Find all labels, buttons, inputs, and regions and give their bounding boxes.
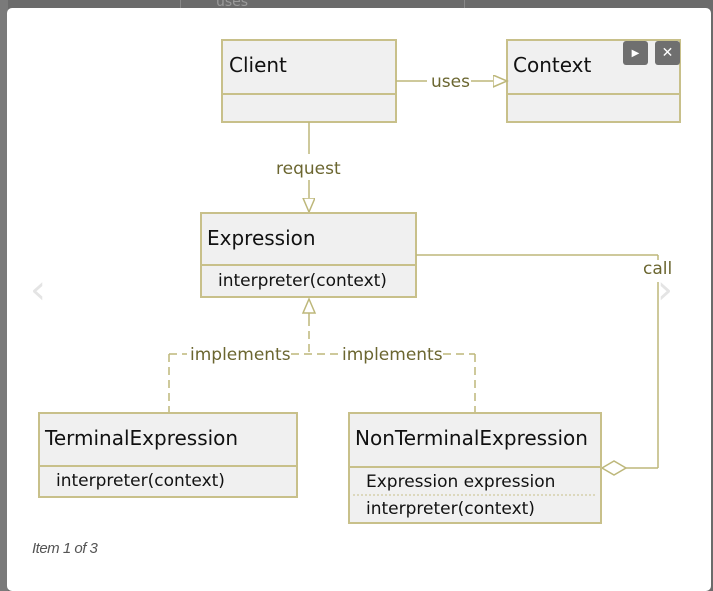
- class-terminal-expression-box: [38, 412, 298, 498]
- class-expression-name: Expression: [207, 226, 316, 250]
- class-terminal-expression-name: TerminalExpression: [44, 426, 238, 450]
- close-icon: ✕: [661, 45, 674, 61]
- relation-implements-arrowhead: [301, 297, 317, 314]
- relation-request-label: request: [276, 159, 341, 179]
- slideshow-play-button[interactable]: ▶: [623, 41, 648, 65]
- chevron-left-icon: ‹: [30, 267, 46, 313]
- relation-call-aggregation-diamond: [600, 460, 628, 476]
- background-fragment-svg: uses: [216, 0, 248, 8]
- chevron-right-icon: ›: [657, 267, 673, 313]
- class-client: Client: [221, 39, 397, 123]
- class-expression: Expression interpreter(context): [200, 212, 417, 298]
- next-item-button[interactable]: ›: [657, 270, 673, 310]
- class-context-name: Context: [513, 53, 592, 77]
- class-nonterminal-expression-member-field: Expression expression: [366, 472, 555, 492]
- relation-uses-label: uses: [431, 72, 470, 92]
- lightbox-modal: Client Context uses request Expression i…: [7, 8, 711, 591]
- background-edge: [0, 0, 8, 591]
- lightbox-close-button[interactable]: ✕: [655, 41, 680, 65]
- relation-call: call: [416, 254, 672, 476]
- background-diagram-fragment: uses: [180, 0, 465, 8]
- class-context: Context: [506, 39, 681, 123]
- relation-implements: implements implements: [168, 297, 476, 412]
- class-nonterminal-expression: NonTerminalExpression Expression express…: [348, 412, 602, 524]
- class-expression-member: interpreter(context): [218, 271, 387, 291]
- class-context-box: [506, 39, 681, 123]
- class-terminal-expression: TerminalExpression interpreter(context): [38, 412, 298, 498]
- uml-diagram: Client Context uses request Expression i…: [38, 39, 681, 524]
- class-nonterminal-expression-name: NonTerminalExpression: [355, 426, 588, 450]
- relation-implements-left-label: implements: [190, 345, 291, 365]
- lightbox-caption: Item 1 of 3: [32, 540, 98, 557]
- relation-request: request: [276, 122, 341, 212]
- class-client-name: Client: [229, 53, 287, 77]
- relation-call-label: call: [643, 259, 672, 279]
- relation-uses: uses: [396, 72, 507, 92]
- previous-item-button[interactable]: ‹: [30, 270, 46, 310]
- background-fragment-label: uses: [216, 0, 248, 8]
- play-icon: ▶: [631, 47, 640, 59]
- class-client-box: [221, 39, 397, 123]
- class-terminal-expression-member: interpreter(context): [56, 471, 225, 491]
- relation-implements-right-label: implements: [342, 345, 443, 365]
- class-nonterminal-expression-member-method: interpreter(context): [366, 499, 535, 519]
